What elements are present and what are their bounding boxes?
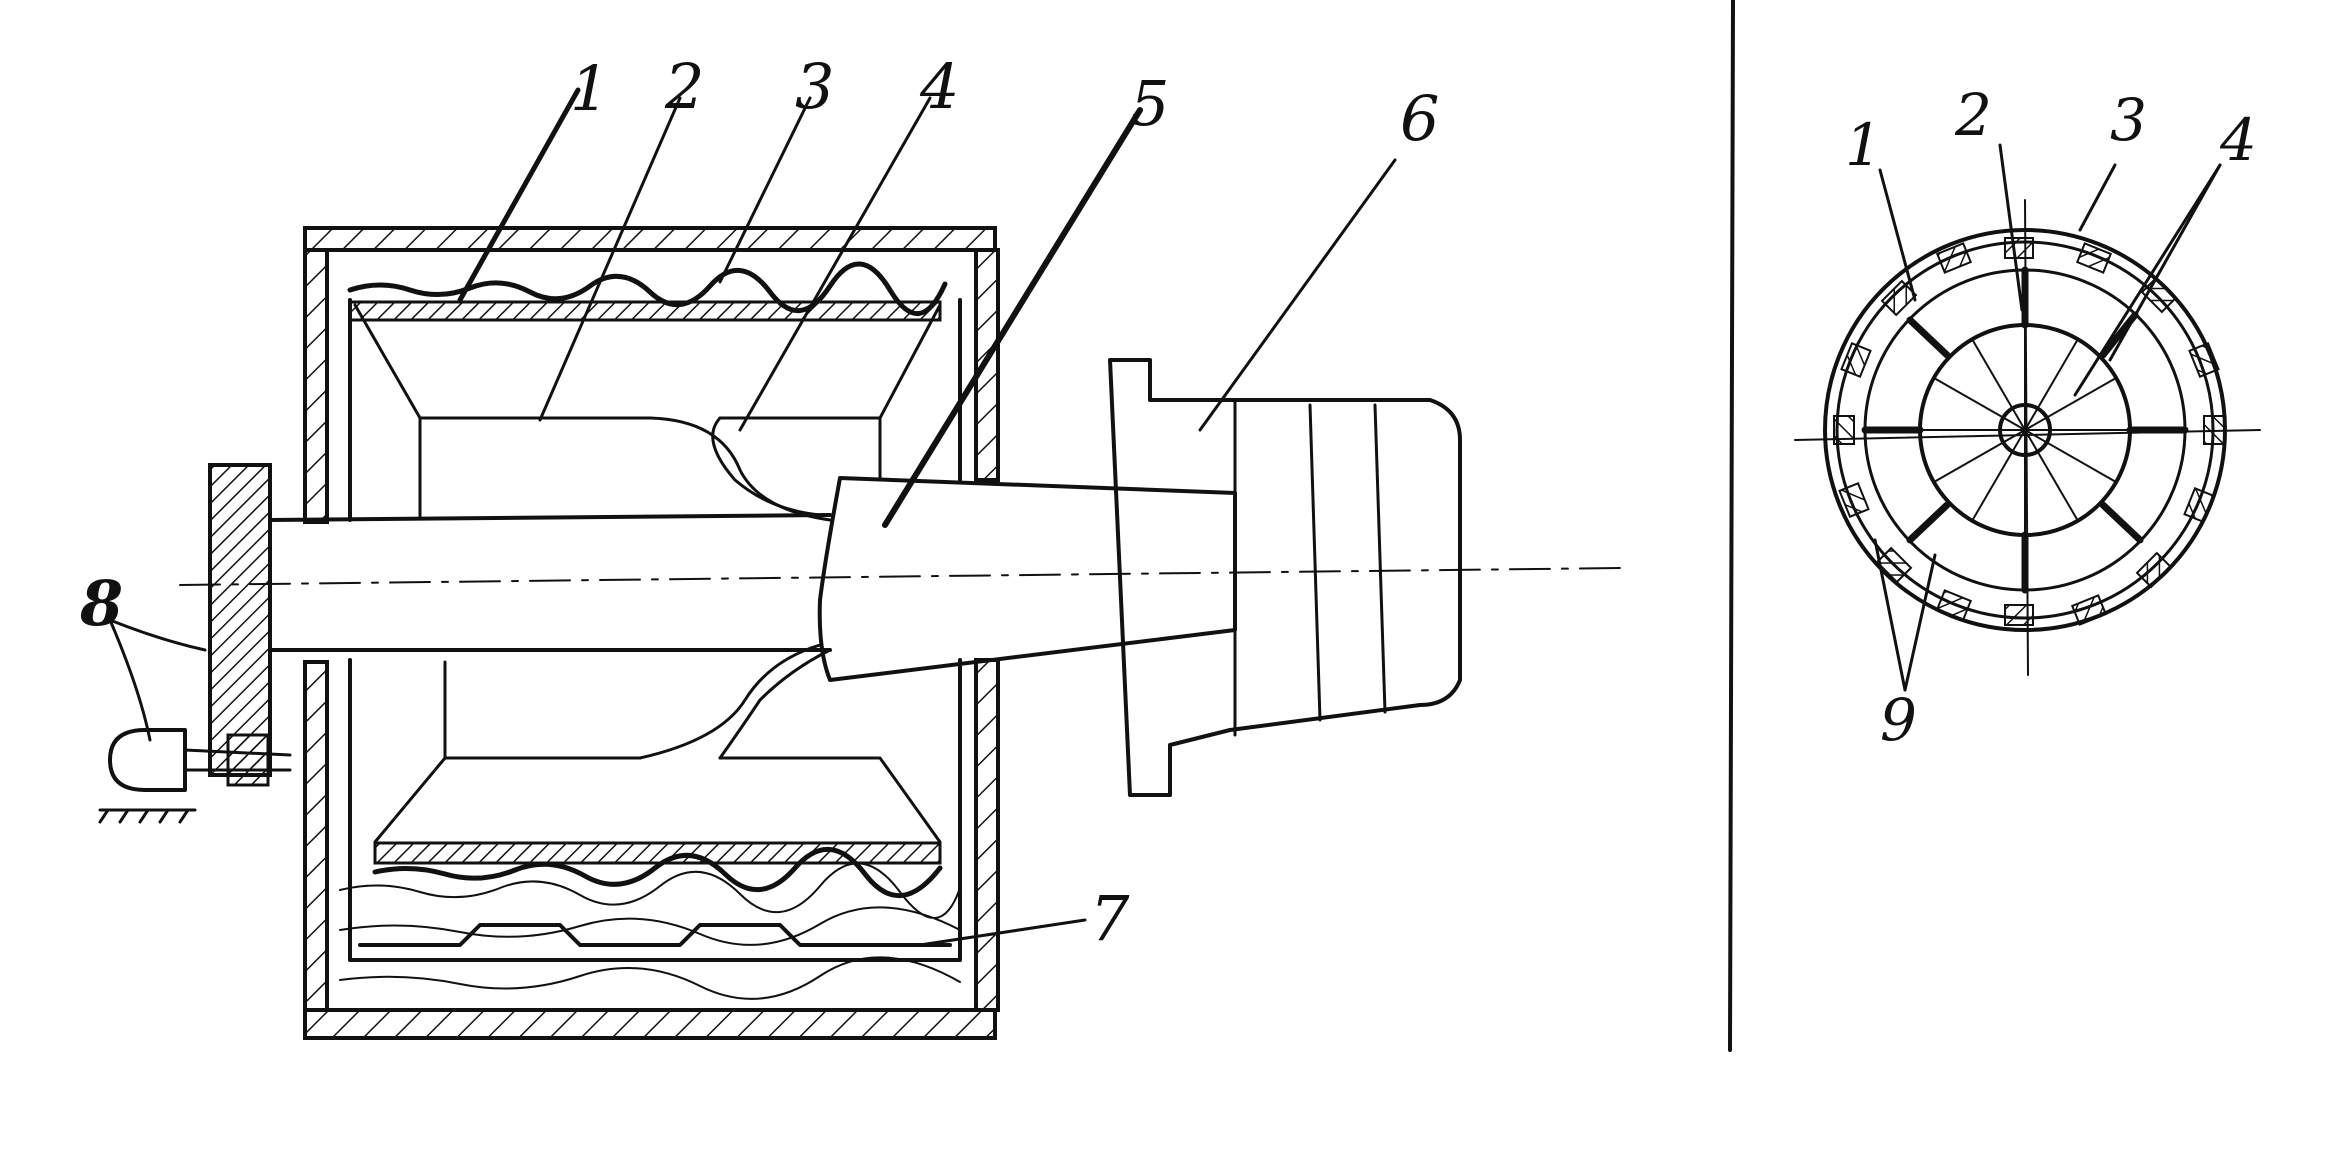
- end-callout-label-1: 1: [1845, 111, 1882, 179]
- drum-outer-line: [348, 298, 962, 962]
- housing-left-wall-lower: [303, 660, 329, 1012]
- drive-flange: [1108, 358, 1462, 797]
- callout-label-1: 1: [570, 52, 609, 125]
- end-callout-label-2: 2: [1954, 81, 1992, 149]
- drive-line-2: [1308, 403, 1322, 722]
- end-leader-3: [2078, 163, 2117, 232]
- leader-3: [718, 96, 812, 284]
- shaft-outline: [268, 513, 832, 652]
- motor-shaft: [183, 748, 292, 772]
- end-radial-spokes: [1920, 325, 2130, 535]
- housing-right-wall-upper: [974, 248, 1000, 482]
- leader-7: [918, 918, 1087, 947]
- callout-label-5: 5: [1130, 67, 1169, 140]
- callout-label-8: 8: [79, 567, 123, 640]
- guide-curve-upper: [648, 416, 832, 522]
- callout-label-3: 3: [795, 50, 834, 123]
- leader-6: [1198, 158, 1397, 432]
- drum: [339, 261, 962, 1000]
- housing-top-wall: [303, 226, 997, 252]
- inlet-nozzle: [817, 476, 1237, 682]
- end-ring-blocks: [1833, 237, 2225, 626]
- end-leader-4b: [2073, 163, 2222, 397]
- end-leader-9b: [1903, 553, 1937, 692]
- view-separator: [1728, 0, 1735, 1052]
- end-callout-label-3: 3: [2110, 86, 2147, 154]
- end-leader-4a: [2108, 163, 2222, 362]
- shaft-centerline: [179, 567, 1621, 586]
- end-leader-9a: [1873, 538, 1907, 692]
- leader-2: [538, 96, 682, 422]
- cone-lower: [373, 756, 942, 844]
- guide-curve-lower-2: [718, 648, 832, 760]
- settling-trough: [358, 923, 952, 947]
- end-callout-label-4: 4: [2219, 106, 2257, 174]
- side-labels: 1 2 3 4 5 6 7 8: [79, 50, 1439, 955]
- end-callout-label-9: 9: [1880, 686, 1917, 754]
- motor-body: [108, 728, 187, 792]
- inlet-pipe: [817, 476, 1237, 682]
- callout-label-4: 4: [919, 50, 959, 123]
- side-view: 1 2 3 4 5 6 7 8: [79, 50, 1621, 1040]
- callout-label-7: 7: [1090, 882, 1130, 955]
- shaft: [179, 513, 1621, 652]
- liquid-waves: [339, 862, 961, 1000]
- motor-base: [98, 808, 197, 824]
- end-thick-blades: [1861, 266, 2189, 594]
- callout-label-6: 6: [1400, 82, 1439, 155]
- pinion: [226, 733, 270, 787]
- housing-right-wall-lower: [974, 658, 1000, 1012]
- gear-wheel: [208, 463, 272, 777]
- housing-left-wall-upper: [303, 248, 329, 524]
- end-leader-1: [1878, 168, 1917, 302]
- inner-cone: [353, 303, 942, 844]
- leader-4: [738, 96, 932, 432]
- leader-5: [882, 107, 1143, 528]
- end-leader-2: [1998, 143, 2024, 312]
- end-view: 1 2 3 4 9: [1794, 81, 2261, 754]
- housing: [303, 226, 1000, 1040]
- end-leaders: [1873, 143, 2222, 692]
- side-leaders: [108, 87, 1397, 947]
- guide-curve-lower: [638, 643, 822, 760]
- housing-bottom-wall: [303, 1008, 997, 1040]
- leader-8: [108, 618, 207, 742]
- gear-drive: [98, 463, 292, 824]
- end-labels: 1 2 3 4 9: [1845, 81, 2257, 754]
- drum-bottom-wavy-liner: [372, 847, 943, 899]
- drum-top-blade-row: [348, 300, 942, 322]
- drive-unit: [1108, 358, 1462, 797]
- callout-label-2: 2: [664, 50, 704, 123]
- leader-1: [457, 87, 581, 303]
- cone-upper: [353, 303, 942, 420]
- guide-curve-upper-2: [711, 416, 822, 517]
- drive-line-3: [1373, 403, 1387, 714]
